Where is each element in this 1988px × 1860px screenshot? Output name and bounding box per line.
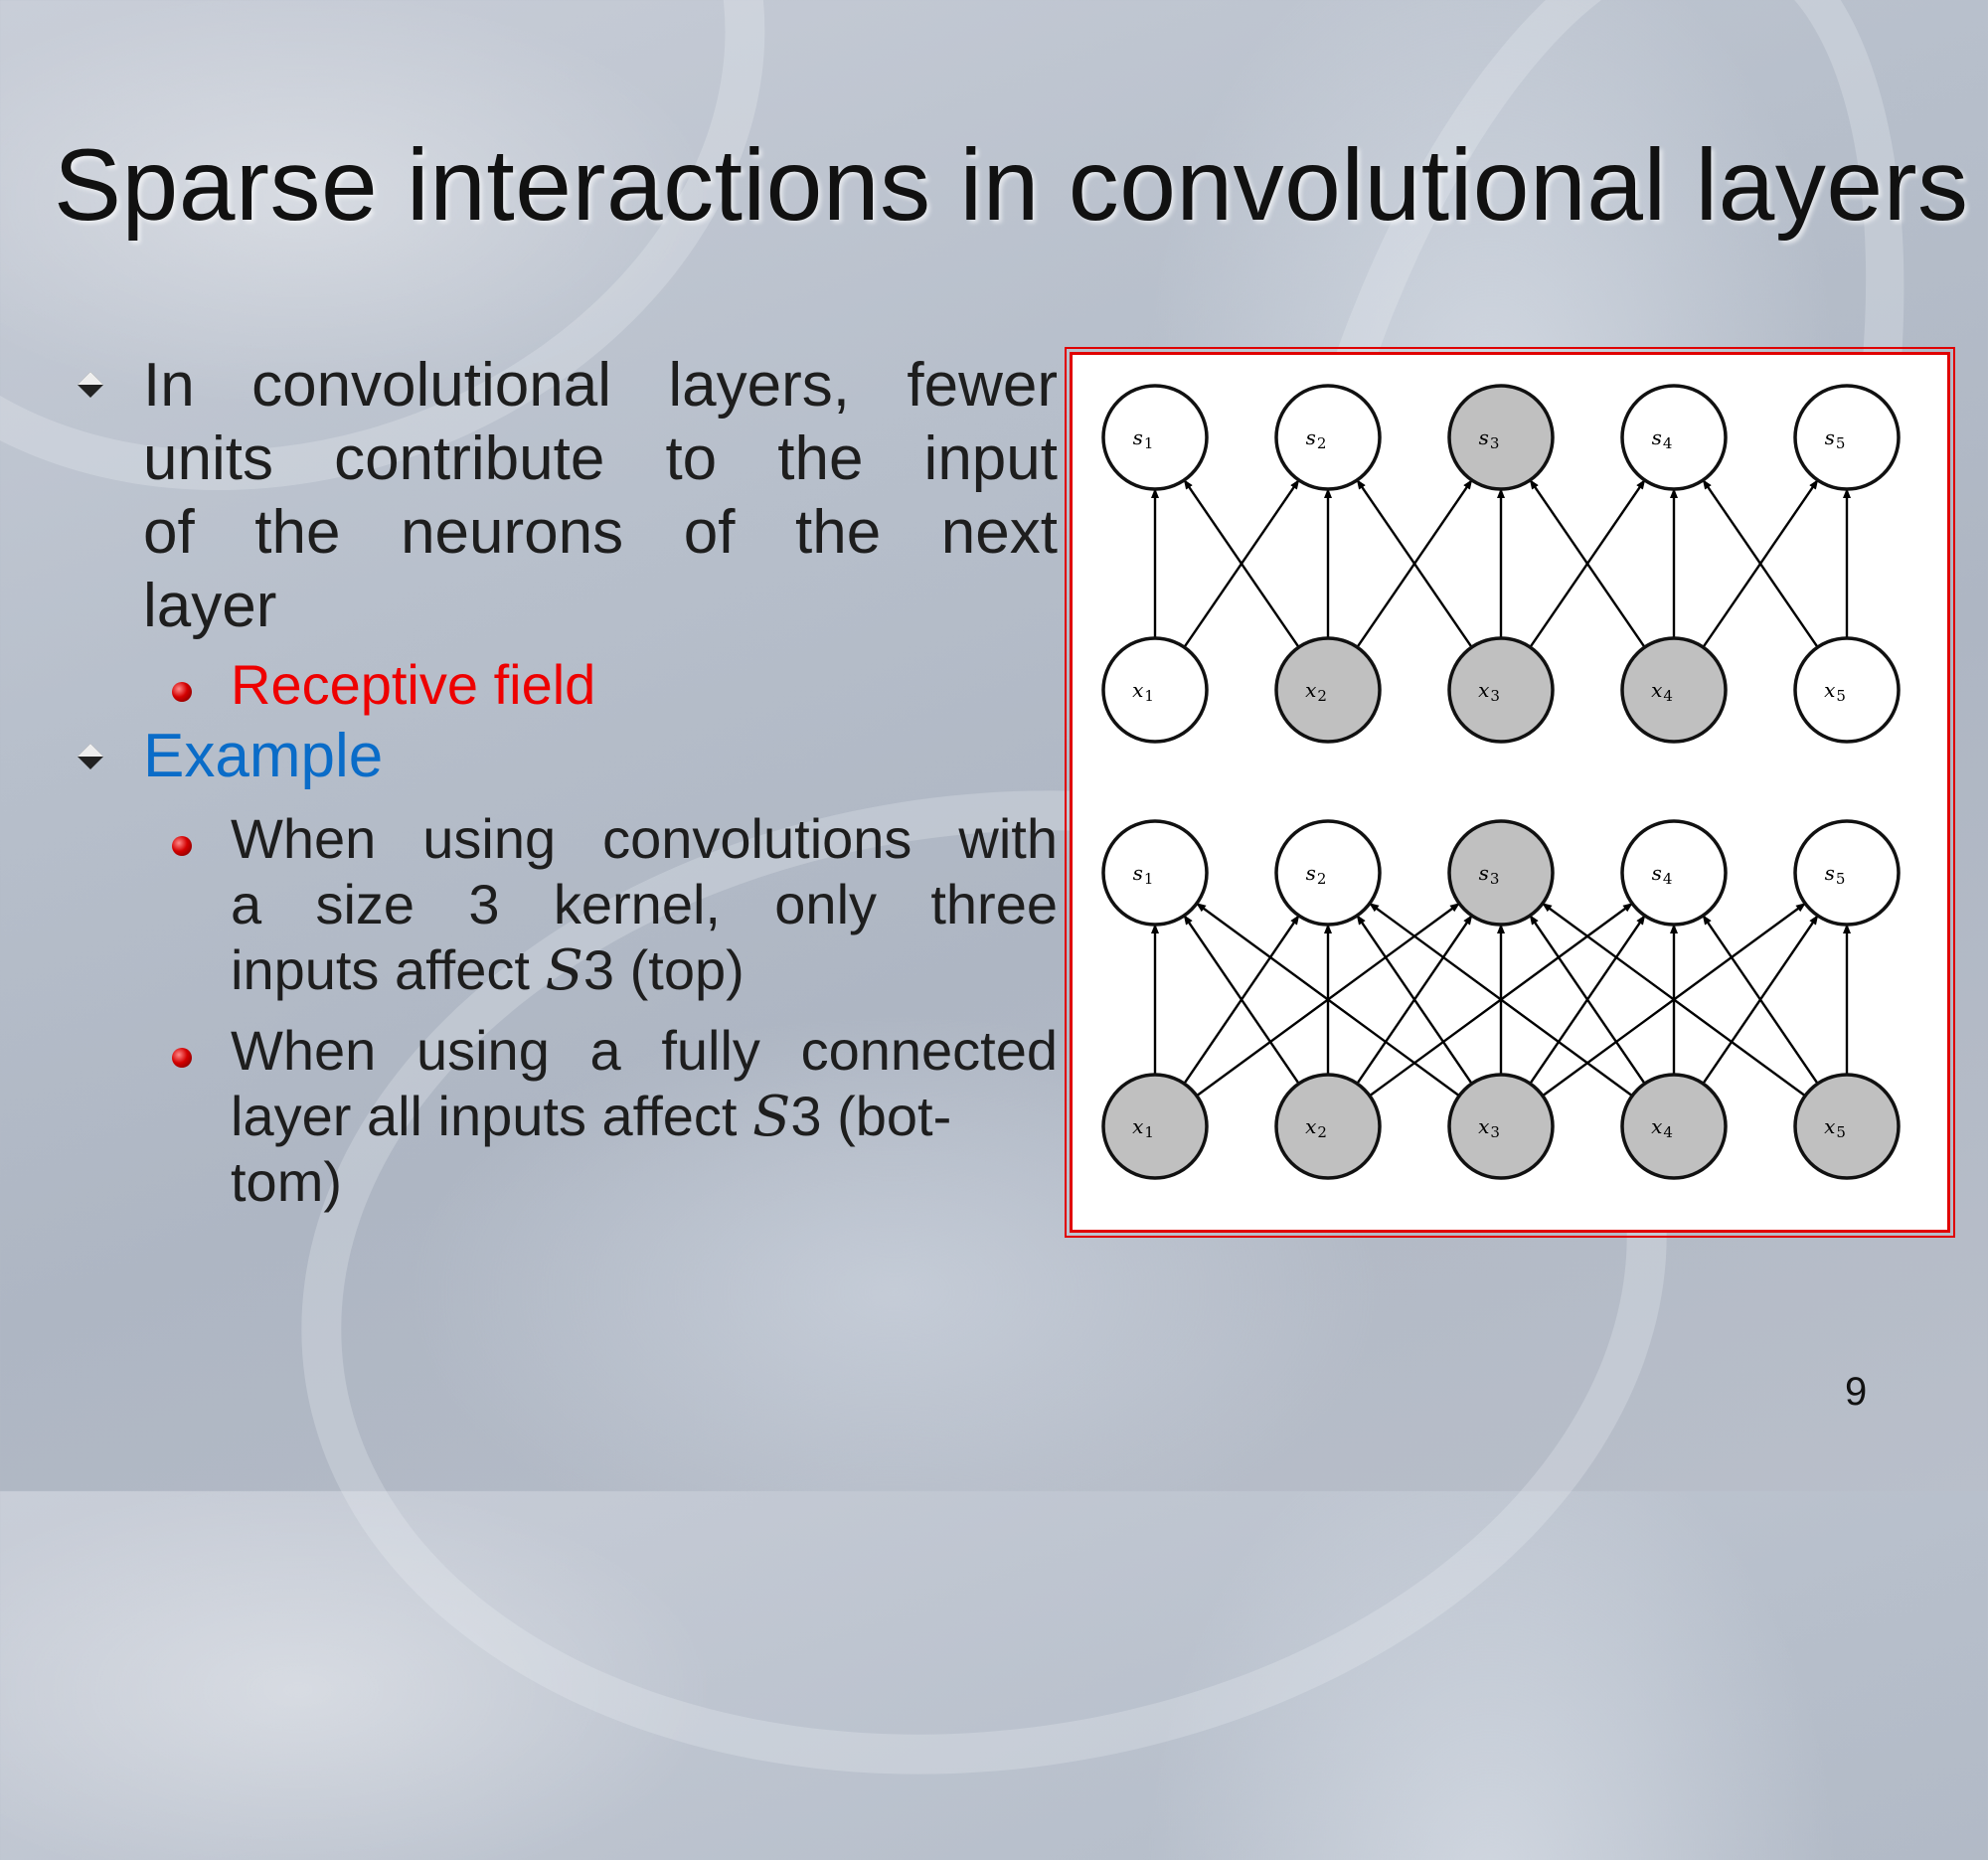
- edge-arrow: [1183, 915, 1300, 1085]
- diamond-bullet-icon: [78, 372, 103, 398]
- output-node-s5: s5: [1793, 384, 1901, 491]
- example-heading: Example: [143, 722, 384, 790]
- sub-bullet-line: layer all inputs affect S3 (bot-: [231, 1084, 1058, 1150]
- input-node-x5: x5: [1793, 1073, 1901, 1180]
- red-dot-bullet-icon: [172, 1048, 192, 1068]
- input-node-x5: x5: [1793, 636, 1901, 744]
- edge-arrow: [1529, 479, 1646, 648]
- node-label: x5: [1824, 678, 1846, 705]
- text: layer all inputs affect: [231, 1085, 753, 1147]
- input-node-x4: x4: [1620, 1073, 1728, 1180]
- node-label: x4: [1651, 1114, 1673, 1141]
- bullet-text-line: of the neurons of the next: [143, 498, 1058, 567]
- node-label: s3: [1479, 861, 1500, 888]
- sub-bullet-line: inputs affect S3 (top): [231, 937, 1058, 1004]
- input-node-x4: x4: [1620, 636, 1728, 744]
- node-label: x2: [1305, 678, 1327, 705]
- node-label: s4: [1652, 861, 1673, 888]
- sub-bullet-line: When using convolutions with: [231, 807, 1058, 870]
- sub-bullet-line: tom): [231, 1150, 342, 1213]
- edge-arrow: [1529, 915, 1646, 1085]
- node-label: s3: [1479, 425, 1500, 452]
- bullet-text-line: layer: [143, 572, 277, 640]
- text: (bot-: [821, 1085, 952, 1147]
- edge-arrow: [1356, 479, 1473, 648]
- edge-arrow: [1702, 479, 1819, 648]
- connectivity-figure: s1 s2 s3 s4 s5 x1 x2 x3 x4 x5 s1 s2 s3 s4 s5 x1 x2 x3 x4 x5: [1065, 347, 1955, 1238]
- bullet-text-line: units contribute to the input: [143, 424, 1058, 493]
- edge-arrow: [1702, 915, 1819, 1085]
- input-node-x1: x1: [1101, 636, 1209, 744]
- input-node-x2: x2: [1274, 1073, 1382, 1180]
- node-label: x2: [1305, 1114, 1327, 1141]
- receptive-field-text: Receptive field: [231, 653, 596, 716]
- output-node-s4: s4: [1620, 384, 1728, 491]
- input-node-x1: x1: [1101, 1073, 1209, 1180]
- node-label: s2: [1306, 861, 1327, 888]
- variable: S: [545, 938, 583, 1003]
- diamond-bullet-icon: [78, 744, 103, 769]
- edge-arrow: [1369, 902, 1633, 1098]
- node-label: x3: [1478, 678, 1500, 705]
- variable-index: 3: [582, 938, 615, 1001]
- red-dot-bullet-icon: [172, 682, 192, 702]
- sub-bullet-line: a size 3 kernel, only three: [231, 873, 1058, 935]
- output-node-s3: s3: [1447, 384, 1555, 491]
- red-dot-bullet-icon: [172, 836, 192, 856]
- input-node-x3: x3: [1447, 636, 1555, 744]
- input-node-x2: x2: [1274, 636, 1382, 744]
- text: (top): [614, 938, 745, 1001]
- variable: S: [752, 1085, 791, 1149]
- output-node-s5: s5: [1793, 819, 1901, 927]
- node-label: s4: [1652, 425, 1673, 452]
- node-label: s5: [1825, 861, 1846, 888]
- node-label: x3: [1478, 1114, 1500, 1141]
- output-node-s1: s1: [1101, 384, 1209, 491]
- edge-arrow: [1542, 902, 1806, 1098]
- output-node-s4: s4: [1620, 819, 1728, 927]
- edge-arrow: [1183, 479, 1300, 648]
- bullet-text-line: In convolutional layers, fewer: [143, 351, 1058, 420]
- text: inputs affect: [231, 938, 546, 1001]
- edge-arrow: [1356, 915, 1473, 1085]
- node-label: s1: [1133, 861, 1154, 888]
- edge-arrow: [1196, 902, 1460, 1098]
- sub-bullet-line: When using a fully connected: [231, 1019, 1058, 1082]
- node-label: x1: [1132, 1114, 1154, 1141]
- node-label: x4: [1651, 678, 1673, 705]
- output-node-s1: s1: [1101, 819, 1209, 927]
- node-label: s1: [1133, 425, 1154, 452]
- output-node-s3: s3: [1447, 819, 1555, 927]
- connectivity-diagram: s1 s2 s3 s4 s5 x1 x2 x3 x4 x5 s1 s2 s3 s4 s5 x1 x2 x3 x4 x5: [1101, 384, 1901, 1180]
- node-label: x1: [1132, 678, 1154, 705]
- output-node-s2: s2: [1274, 384, 1382, 491]
- input-node-x3: x3: [1447, 1073, 1555, 1180]
- page-number: 9: [1845, 1370, 1868, 1414]
- slide-title: Sparse interactions in convolutional lay…: [54, 128, 1969, 242]
- node-label: x5: [1824, 1114, 1846, 1141]
- node-label: s2: [1306, 425, 1327, 452]
- node-label: s5: [1825, 425, 1846, 452]
- output-node-s2: s2: [1274, 819, 1382, 927]
- variable-index: 3: [790, 1085, 822, 1147]
